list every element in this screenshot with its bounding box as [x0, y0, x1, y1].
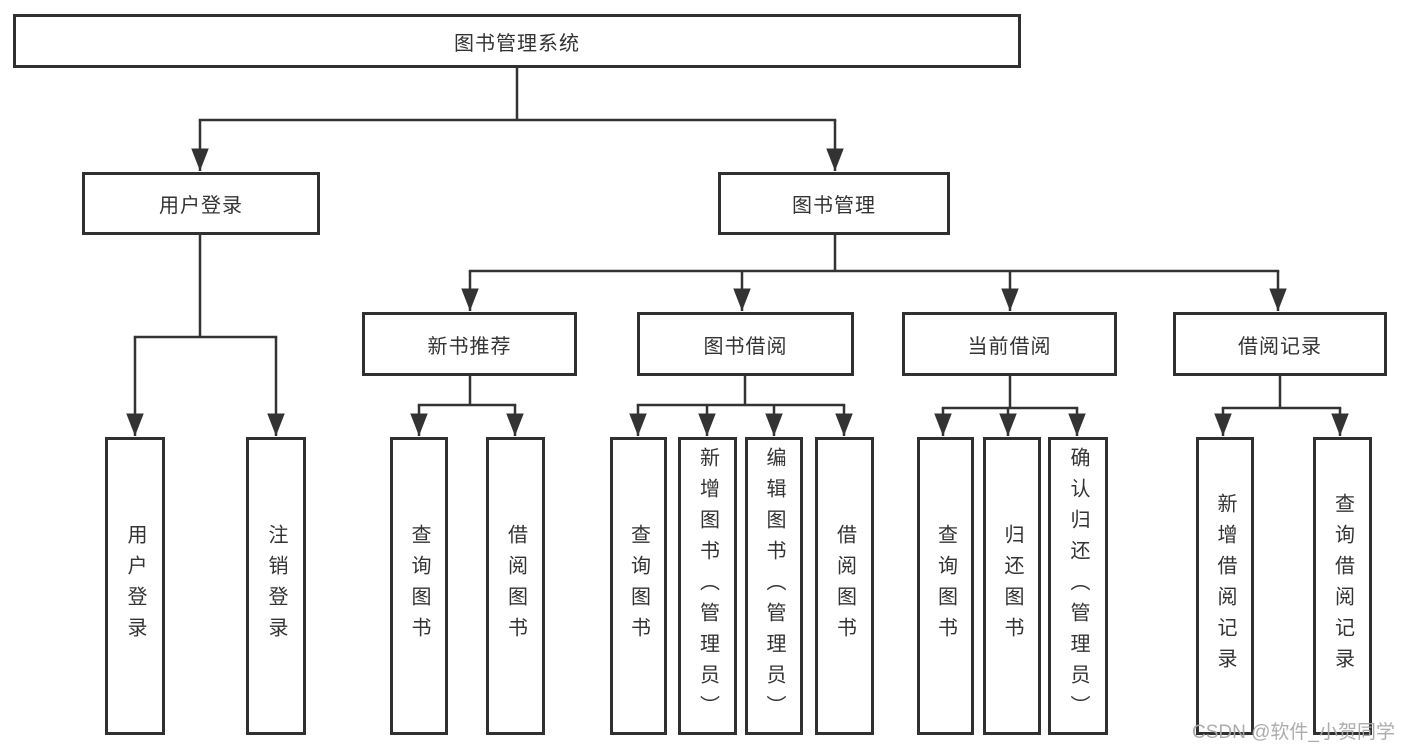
csdn-watermark: CSDN @软件_小贺同学: [1192, 722, 1395, 743]
leaf-label: 确认归还（管理员）: [1067, 446, 1089, 726]
leaf-borrow-books-recommend: 借阅图书: [486, 437, 545, 735]
node-book-borrow: 图书借阅: [637, 312, 854, 376]
node-label: 当前借阅: [967, 335, 1052, 358]
node-root-label: 图书管理系统: [454, 32, 580, 55]
leaf-query-books-recommend: 查询图书: [390, 437, 448, 735]
leaf-add-borrow-record: 新增借阅记录: [1196, 437, 1254, 735]
leaf-label: 借阅图书: [833, 524, 856, 648]
node-label: 用户登录: [159, 195, 243, 217]
leaf-return-books: 归还图书: [983, 437, 1041, 735]
leaf-label: 查询图书: [627, 524, 650, 648]
leaf-label: 注销登录: [265, 524, 287, 648]
leaf-query-books-borrow: 查询图书: [610, 437, 667, 735]
leaf-label: 用户登录: [124, 524, 146, 648]
node-user-login-branch: 用户登录: [82, 172, 320, 235]
node-borrow-records: 借阅记录: [1173, 312, 1387, 376]
node-book-management-branch: 图书管理: [718, 172, 950, 235]
node-new-book-recommend: 新书推荐: [362, 312, 577, 376]
leaf-label: 查询图书: [408, 524, 430, 648]
node-label: 图书管理: [792, 195, 876, 217]
leaf-user-login: 用户登录: [105, 437, 165, 735]
node-root-system: 图书管理系统: [13, 14, 1021, 68]
leaf-label: 新增借阅记录: [1214, 493, 1236, 679]
node-label: 借阅记录: [1238, 335, 1322, 358]
node-label: 新书推荐: [427, 335, 512, 358]
leaf-label: 借阅图书: [504, 524, 527, 648]
leaf-label: 新增图书（管理员）: [696, 446, 719, 726]
leaf-logout: 注销登录: [246, 437, 306, 735]
node-label: 图书借阅: [703, 335, 788, 358]
leaf-label: 归还图书: [1001, 524, 1023, 648]
leaf-label: 查询图书: [934, 524, 957, 648]
node-current-borrow: 当前借阅: [902, 312, 1117, 376]
leaf-label: 查询借阅记录: [1331, 493, 1354, 679]
leaf-label: 编辑图书（管理员）: [763, 446, 785, 726]
leaf-confirm-return-admin: 确认归还（管理员）: [1048, 437, 1108, 735]
leaf-query-books-current: 查询图书: [917, 437, 974, 735]
leaf-edit-books-admin: 编辑图书（管理员）: [745, 437, 803, 735]
leaf-add-books-admin: 新增图书（管理员）: [678, 437, 737, 735]
leaf-query-borrow-record: 查询借阅记录: [1313, 437, 1372, 735]
leaf-borrow-books: 借阅图书: [815, 437, 874, 735]
